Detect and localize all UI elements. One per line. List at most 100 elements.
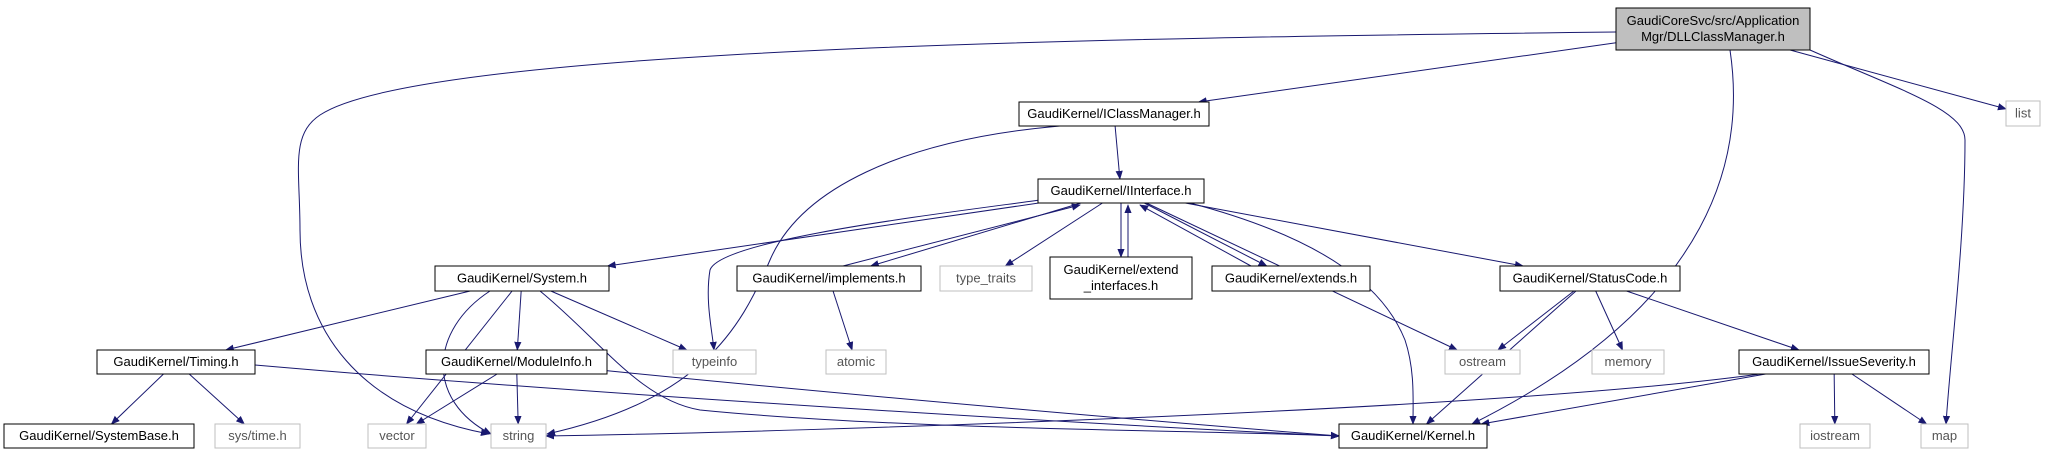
edge-iinterface-to-statuscode [1185,202,1524,269]
edge-issueseverity-to-kernel [1480,373,1766,427]
edge-iinterface-to-extends [1144,202,1268,267]
node-typeinfo: typeinfo [672,349,757,375]
node-label: GaudiKernel/SystemBase.h [19,428,179,443]
node-box [1920,423,1969,449]
edge-issueseverity-to-iostream [1831,373,1839,425]
node-box [425,349,608,375]
edge-statuscode-to-memory [1595,290,1623,351]
node-label: memory [1605,354,1652,369]
node-label: type_traits [956,271,1016,286]
node-label: GaudiKernel/Timing.h [113,354,238,369]
node-label: GaudiKernel/ModuleInfo.h [441,354,592,369]
node-box [1338,423,1488,449]
edge-moduleinfo-to-kernel [599,369,1340,439]
node-list: list [2005,100,2041,127]
node-vector: vector [367,423,427,449]
node-box [3,423,195,449]
node-string: string [490,423,547,449]
node-system[interactable]: GaudiKernel/System.h [434,265,610,292]
edge-root-to-string [297,31,1617,437]
node-label: vector [379,428,415,443]
node-label: iostream [1810,428,1860,443]
node-memory: memory [1591,349,1665,375]
edge-moduleinfo-to-vector [415,373,498,425]
edge-root-to-iclassmanager [1197,42,1617,105]
nodes-layer: GaudiCoreSvc/src/ApplicationMgr/DLLClass… [3,7,2041,449]
edge-iinterface-to-system [606,202,1039,269]
node-label: atomic [837,354,876,369]
edge-iinterface-to-type_traits [1004,202,1103,267]
edge-moduleinfo-to-string [514,373,522,425]
node-label: sys/time.h [228,428,287,443]
edge-system-to-timing [224,290,471,352]
node-label: GaudiKernel/StatusCode.h [1513,271,1668,286]
edge-system-to-typeinfo [550,290,688,351]
node-iclassmanager[interactable]: GaudiKernel/IClassManager.h [1018,101,1210,127]
node-timing[interactable]: GaudiKernel/Timing.h [96,349,256,375]
node-statuscode[interactable]: GaudiKernel/StatusCode.h [1499,265,1681,292]
node-systime: sys/time.h [214,423,301,449]
edge-statuscode-to-issueseverity [1626,290,1800,351]
node-box [939,265,1033,292]
node-root[interactable]: GaudiCoreSvc/src/ApplicationMgr/DLLClass… [1615,7,1811,51]
node-label: GaudiKernel/extend [1064,262,1179,277]
node-box [2005,100,2041,127]
edge-issueseverity-to-string [545,373,1761,440]
edge-system-to-moduleinfo [514,290,522,351]
edge-timing-to-kernel [254,364,1340,440]
node-ostream: ostream [1444,349,1521,375]
node-label: GaudiKernel/implements.h [752,271,905,286]
node-label: GaudiKernel/Kernel.h [1351,428,1475,443]
node-iinterface[interactable]: GaudiKernel/IInterface.h [1037,178,1205,204]
node-issueseverity[interactable]: GaudiKernel/IssueSeverity.h [1738,349,1930,375]
node-systembase[interactable]: GaudiKernel/SystemBase.h [3,423,195,449]
node-label: GaudiKernel/System.h [457,271,587,286]
node-box [1591,349,1665,375]
node-box [1738,349,1930,375]
node-label: ostream [1459,354,1506,369]
node-label: GaudiKernel/IInterface.h [1051,183,1192,198]
node-box [1049,256,1193,300]
edges-layer [110,31,2007,440]
node-extend_interfaces[interactable]: GaudiKernel/extend_interfaces.h [1049,256,1193,300]
node-label: typeinfo [692,354,738,369]
node-iostream: iostream [1799,423,1871,449]
edge-root-to-map [1809,49,1966,425]
node-implements[interactable]: GaudiKernel/implements.h [736,265,922,292]
node-box [1615,7,1811,51]
node-kernel[interactable]: GaudiKernel/Kernel.h [1338,423,1488,449]
edge-implements-to-atomic [832,290,854,351]
edge-extends-to-iinterface [1139,204,1252,267]
edge-statuscode-to-ostream [1497,290,1575,351]
node-label: GaudiKernel/IssueSeverity.h [1752,354,1916,369]
node-label: map [1932,428,1957,443]
node-box [1018,101,1210,127]
edge-iinterface-to-kernel [1189,202,1417,425]
edge-issueseverity-to-map [1851,373,1928,425]
node-box [1499,265,1681,292]
node-moduleinfo[interactable]: GaudiKernel/ModuleInfo.h [425,349,608,375]
node-label: GaudiCoreSvc/src/Application [1627,13,1800,28]
edge-iclassmanager-to-string [546,125,1061,436]
node-extends[interactable]: GaudiKernel/extends.h [1211,265,1371,292]
node-box [490,423,547,449]
edge-iinterface-to-typeinfo [707,199,1041,351]
node-box [736,265,922,292]
node-box [1799,423,1871,449]
node-label: GaudiKernel/IClassManager.h [1027,106,1200,121]
edge-root-to-kernel [1471,49,1734,425]
node-box [367,423,427,449]
node-label: GaudiKernel/extends.h [1225,271,1357,286]
node-box [825,349,887,375]
node-label: list [2015,106,2031,121]
edge-iclassmanager-to-iinterface [1114,125,1123,180]
edge-timing-to-systime [188,373,245,425]
node-box [672,349,757,375]
node-box [214,423,301,449]
node-box [96,349,256,375]
edge-timing-to-systembase [110,373,164,425]
node-label: string [503,428,535,443]
edge-implements-to-iinterface [842,203,1081,267]
node-atomic: atomic [825,349,887,375]
